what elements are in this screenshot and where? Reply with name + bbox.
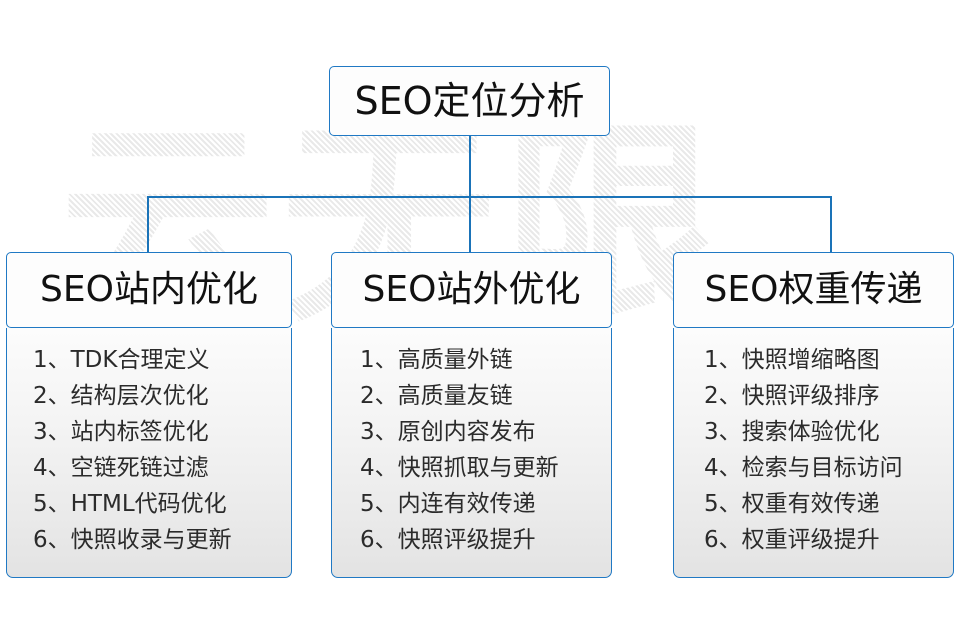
root-node[interactable]: SEO定位分析: [329, 66, 610, 136]
branch-3-header[interactable]: SEO权重传递: [673, 252, 954, 328]
branch-3-item-list: 1、快照增缩略图 2、快照评级排序 3、搜索体验优化 4、检索与目标访问 5、权…: [674, 342, 953, 558]
list-item: 3、原创内容发布: [360, 419, 536, 445]
list-item: 1、快照增缩略图: [704, 347, 880, 373]
list-item: 2、结构层次优化: [33, 383, 209, 409]
branch-1-title: SEO站内优化: [40, 269, 258, 310]
list-item: 5、内连有效传递: [360, 491, 536, 517]
list-item: 6、快照收录与更新: [33, 527, 232, 553]
connector-branch-1-vertical: [147, 196, 149, 252]
list-item: 5、HTML代码优化: [33, 491, 227, 517]
list-item: 2、快照评级排序: [704, 383, 880, 409]
list-item: 6、快照评级提升: [360, 527, 536, 553]
list-item: 2、高质量友链: [360, 383, 513, 409]
list-item: 3、搜索体验优化: [704, 419, 880, 445]
branch-column-2: SEO站外优化 1、高质量外链 2、高质量友链 3、原创内容发布 4、快照抓取与…: [331, 252, 612, 578]
branch-1-header[interactable]: SEO站内优化: [6, 252, 292, 328]
branch-column-1: SEO站内优化 1、TDK合理定义 2、结构层次优化 3、站内标签优化 4、空链…: [6, 252, 292, 578]
list-item: 1、高质量外链: [360, 347, 513, 373]
list-item: 6、权重评级提升: [704, 527, 880, 553]
branch-column-3: SEO权重传递 1、快照增缩略图 2、快照评级排序 3、搜索体验优化 4、检索与…: [673, 252, 954, 578]
list-item: 4、空链死链过滤: [33, 455, 209, 481]
list-item: 4、快照抓取与更新: [360, 455, 559, 481]
list-item: 4、检索与目标访问: [704, 455, 903, 481]
root-node-title: SEO定位分析: [354, 79, 585, 123]
branch-2-body: 1、高质量外链 2、高质量友链 3、原创内容发布 4、快照抓取与更新 5、内连有…: [331, 328, 612, 578]
connector-branch-2-vertical: [469, 196, 471, 252]
branch-3-title: SEO权重传递: [704, 269, 923, 310]
branch-2-title: SEO站外优化: [362, 269, 581, 310]
branch-2-header[interactable]: SEO站外优化: [331, 252, 612, 328]
list-item: 3、站内标签优化: [33, 419, 209, 445]
connector-root-vertical: [469, 135, 471, 197]
branch-1-item-list: 1、TDK合理定义 2、结构层次优化 3、站内标签优化 4、空链死链过滤 5、H…: [7, 342, 291, 558]
connector-branch-3-vertical: [830, 196, 832, 252]
branch-2-item-list: 1、高质量外链 2、高质量友链 3、原创内容发布 4、快照抓取与更新 5、内连有…: [332, 342, 611, 558]
list-item: 1、TDK合理定义: [33, 347, 210, 373]
branch-3-body: 1、快照增缩略图 2、快照评级排序 3、搜索体验优化 4、检索与目标访问 5、权…: [673, 328, 954, 578]
connector-horizontal-bus: [148, 196, 832, 198]
branch-1-body: 1、TDK合理定义 2、结构层次优化 3、站内标签优化 4、空链死链过滤 5、H…: [6, 328, 292, 578]
list-item: 5、权重有效传递: [704, 491, 880, 517]
